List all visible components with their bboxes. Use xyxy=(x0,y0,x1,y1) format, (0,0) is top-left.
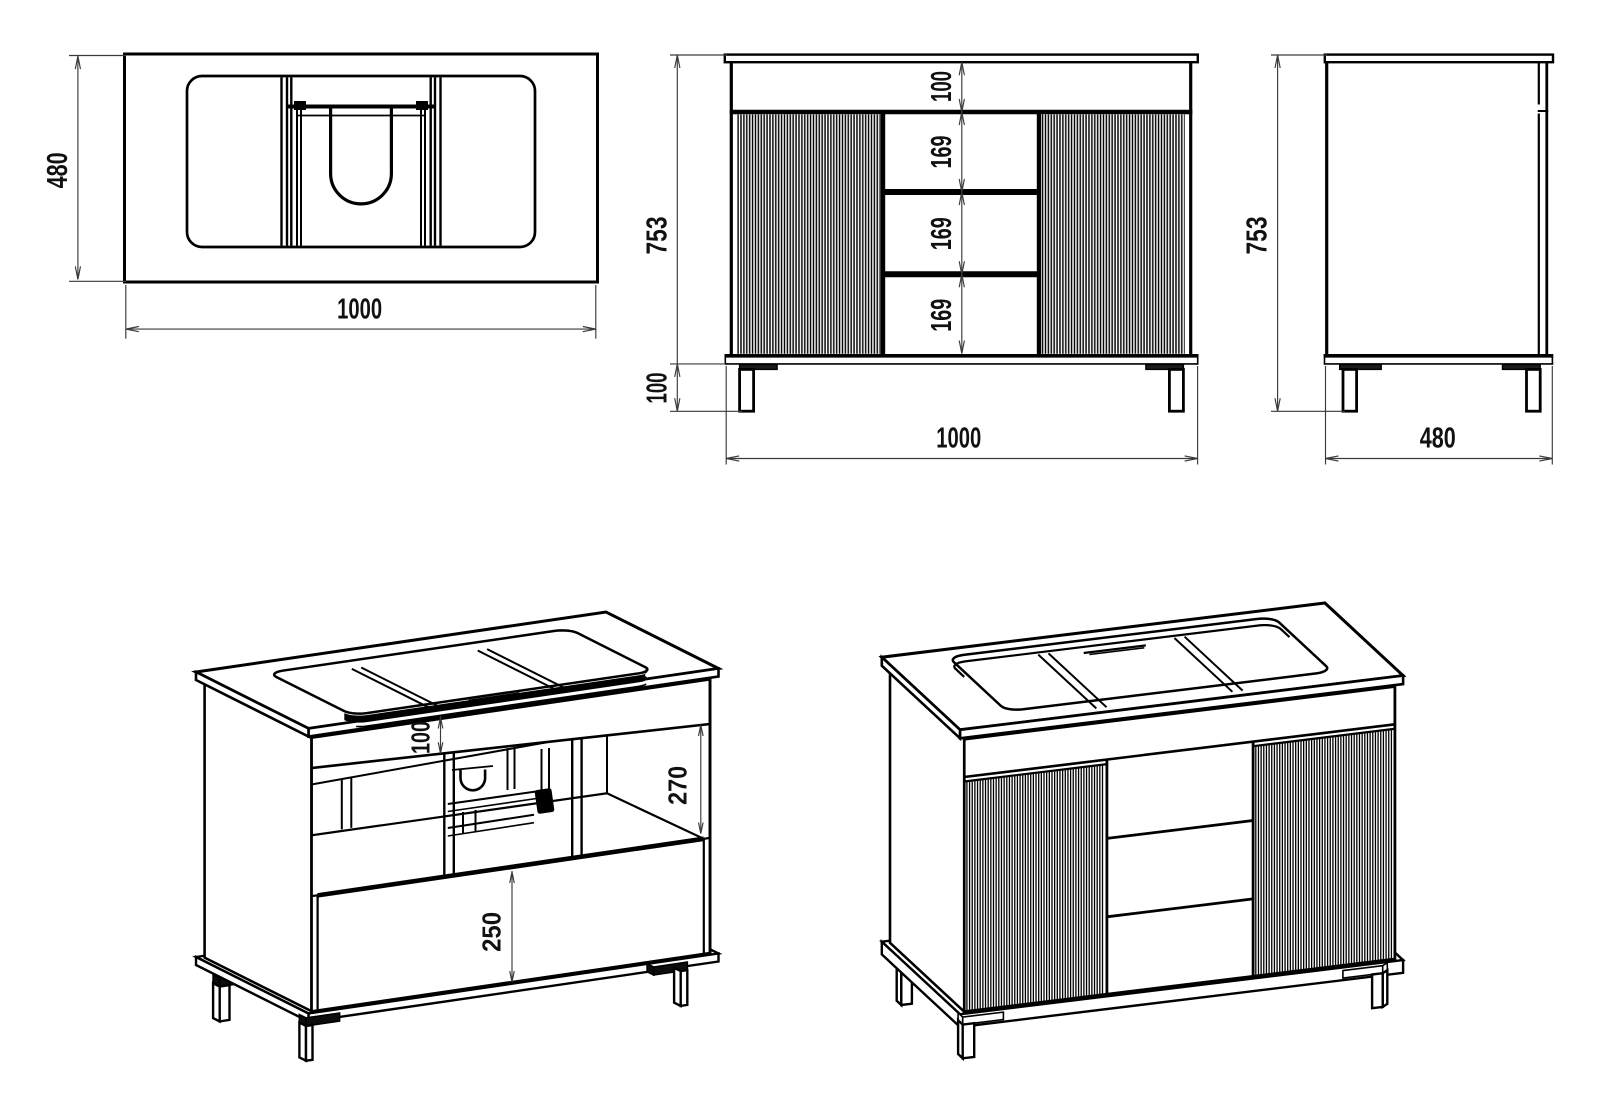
svg-text:1000: 1000 xyxy=(936,422,981,454)
svg-text:100: 100 xyxy=(641,373,673,404)
svg-text:480: 480 xyxy=(42,152,74,188)
svg-text:100: 100 xyxy=(405,721,435,754)
svg-text:169: 169 xyxy=(926,217,958,250)
svg-text:270: 270 xyxy=(662,766,692,805)
svg-text:250: 250 xyxy=(477,912,507,952)
svg-text:1000: 1000 xyxy=(337,293,382,325)
svg-text:480: 480 xyxy=(1420,422,1456,454)
svg-text:169: 169 xyxy=(926,299,958,332)
svg-text:753: 753 xyxy=(641,217,673,255)
svg-text:100: 100 xyxy=(926,71,958,102)
svg-text:753: 753 xyxy=(1242,217,1274,255)
svg-text:169: 169 xyxy=(926,136,958,169)
